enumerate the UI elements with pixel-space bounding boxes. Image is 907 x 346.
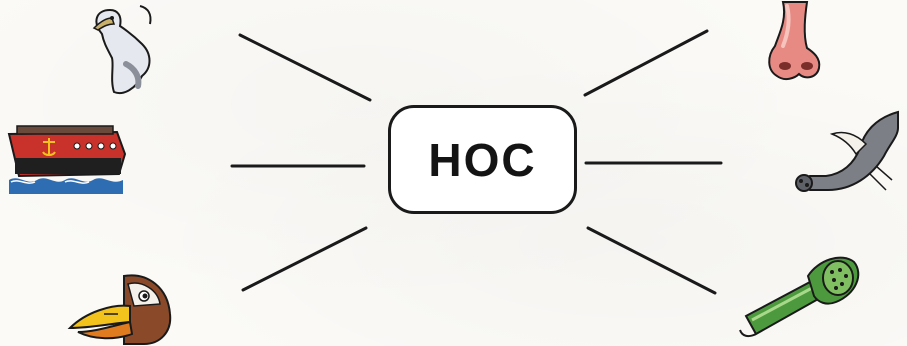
bird-head-icon bbox=[92, 5, 152, 94]
center-word: НОС bbox=[428, 133, 537, 186]
human-nose-icon bbox=[768, 1, 821, 81]
connector-line-bottom-left bbox=[241, 226, 368, 292]
connector-line-bottom-right bbox=[586, 226, 717, 295]
connector-line-top-left bbox=[238, 33, 372, 102]
center-word-box: НОС bbox=[388, 105, 577, 214]
ship-bow-icon bbox=[7, 125, 127, 194]
watering-can-spout-icon bbox=[739, 256, 860, 338]
parrot-beak-icon bbox=[67, 274, 172, 345]
connector-line-top-right bbox=[583, 29, 709, 97]
elephant-trunk-icon bbox=[795, 110, 899, 192]
